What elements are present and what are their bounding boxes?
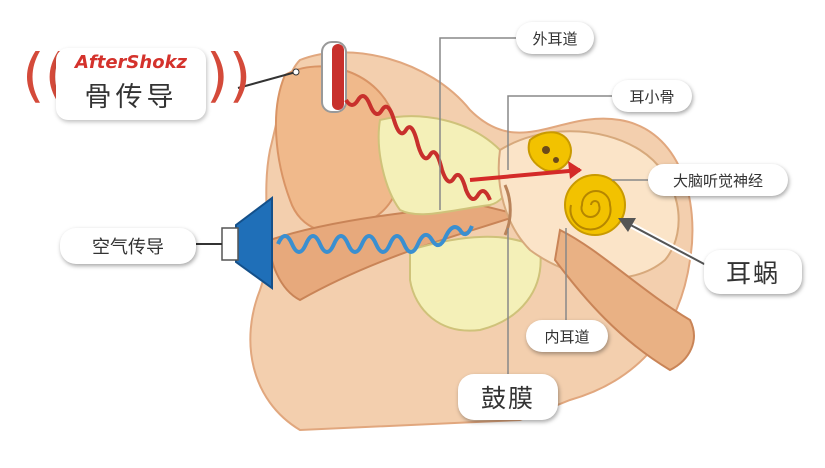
leader-ossicles <box>507 95 612 170</box>
label-eardrum: 鼓膜 <box>458 374 558 420</box>
ossicles-shape <box>527 131 572 172</box>
inner-ear-canal-shape <box>553 228 695 372</box>
label-auditory-nerve: 大脑听觉神经 <box>648 164 788 196</box>
air-speaker-back <box>221 227 239 261</box>
cochlea-shape <box>564 174 626 236</box>
right-sound-bracket: )) <box>206 41 252 109</box>
brand-subtitle: 骨传导 <box>84 82 178 113</box>
leader-outer-ear-canal <box>439 37 516 210</box>
label-outer-ear-canal: 外耳道 <box>516 22 594 54</box>
label-air-conduction: 空气传导 <box>60 228 196 264</box>
label-cochlea: 耳蜗 <box>704 250 802 294</box>
ossicle-dot-1 <box>542 146 550 154</box>
cochlea-arrow-head <box>618 218 636 232</box>
label-inner-ear-canal: 内耳道 <box>526 320 608 352</box>
ossicle-dot-2 <box>553 157 559 163</box>
brand-name: AfterShokz <box>74 52 188 73</box>
bone-conduction-wave <box>344 94 492 201</box>
bone-transducer-red <box>332 44 344 110</box>
eardrum-shape <box>503 184 512 236</box>
brand-box: AfterShokz 骨传导 <box>56 48 206 120</box>
leader-cochlea-arrow-inner <box>624 221 707 266</box>
label-ossicles: 耳小骨 <box>612 80 692 112</box>
brand-pointer-line <box>237 71 297 89</box>
air-speaker-cone <box>235 196 273 290</box>
bone-arrow-line <box>469 168 581 182</box>
brand-pointer-dot <box>292 68 300 76</box>
skull-bone <box>377 115 512 216</box>
bone-arrow-head <box>568 161 582 179</box>
cochlea-spiral <box>569 190 612 231</box>
air-conduction-wave <box>276 225 474 254</box>
